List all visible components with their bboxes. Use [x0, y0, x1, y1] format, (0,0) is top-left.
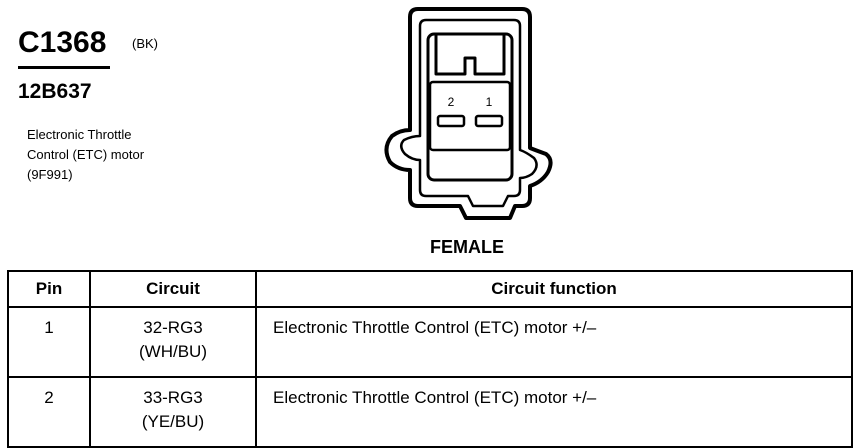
cell-pin: 1 [7, 306, 91, 378]
cell-circuit: 33-RG3 (YE/BU) [89, 376, 257, 448]
table-row: 1 32-RG3 (WH/BU) Electronic Throttle Con… [7, 306, 853, 378]
cell-pin: 2 [7, 376, 91, 448]
connector-color: (BK) [132, 36, 158, 51]
component-description-line: Control (ETC) motor [27, 147, 145, 162]
connector-outer-housing [384, 7, 553, 220]
connector-id: C1368 [18, 26, 107, 59]
part-number: 12B637 [18, 80, 92, 103]
connector-id-underline [18, 66, 110, 69]
connector-gender-label: FEMALE [430, 237, 504, 257]
wire-color: (WH/BU) [139, 342, 207, 361]
connector-body [426, 32, 514, 182]
connector-inner-housing [400, 18, 538, 208]
pinout-table: Pin Circuit Circuit function 1 32-RG3 (W… [7, 270, 853, 448]
component-description-line: (9F991) [27, 167, 73, 182]
terminal-2-slot [436, 114, 466, 128]
header-pin: Pin [7, 270, 91, 308]
cell-circuit: 32-RG3 (WH/BU) [89, 306, 257, 378]
header-circuit: Circuit [89, 270, 257, 308]
connector-face-drawing: 2 1 [384, 7, 553, 220]
circuit-id: 32-RG3 [143, 318, 203, 337]
component-description-line: Electronic Throttle [27, 127, 132, 142]
terminal-1-slot [474, 114, 504, 128]
wire-color: (YE/BU) [141, 412, 205, 431]
table-header-row: Pin Circuit Circuit function [7, 270, 853, 308]
header-circuit-function: Circuit function [255, 270, 853, 308]
cell-circuit-function: Electronic Throttle Control (ETC) motor … [255, 376, 853, 448]
pin-label-2: 2 [448, 95, 455, 109]
component-description: Electronic Throttle Control (ETC) motor … [27, 125, 144, 185]
table-row: 2 33-RG3 (YE/BU) Electronic Throttle Con… [7, 376, 853, 448]
circuit-id: 33-RG3 [143, 388, 203, 407]
locking-tab [434, 34, 506, 76]
cell-circuit-function: Electronic Throttle Control (ETC) motor … [255, 306, 853, 378]
pin-label-1: 1 [486, 95, 493, 109]
terminal-cavity-area [428, 80, 512, 152]
